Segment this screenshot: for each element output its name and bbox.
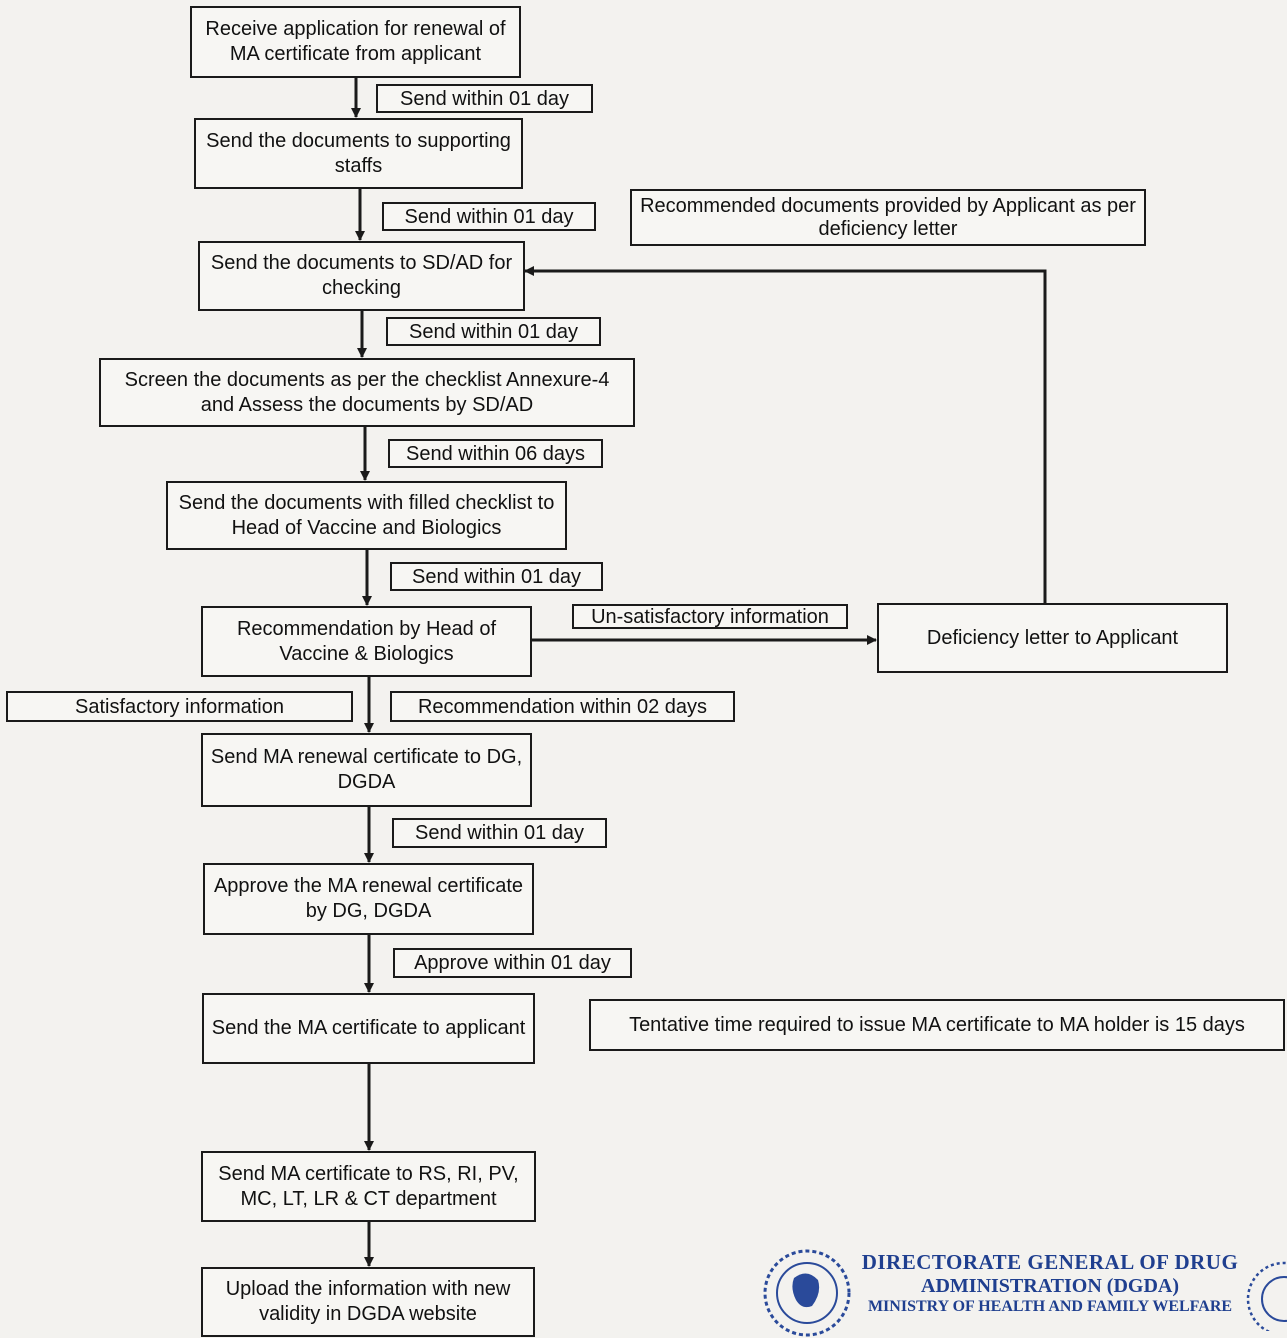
label-approve-01-day: Approve within 01 day	[393, 948, 632, 978]
step-upload-website: Upload the information with new validity…	[201, 1267, 535, 1337]
footer-line-2: ADMINISTRATION (DGDA)	[921, 1275, 1179, 1297]
tentative-time-note: Tentative time required to issue MA cert…	[589, 999, 1285, 1051]
dgda-footer-stamp: DIRECTORATE GENERAL OF DRUG ADMINISTRATI…	[860, 1250, 1240, 1316]
step-send-to-applicant: Send the MA certificate to applicant	[202, 993, 535, 1064]
label-satisfactory: Satisfactory information	[6, 691, 353, 722]
step-send-to-sdad: Send the documents to SD/AD for checking	[198, 241, 525, 311]
label-send-01-day-2: Send within 01 day	[382, 202, 596, 231]
label-send-06-days: Send within 06 days	[388, 439, 603, 468]
footer-line-3: MINISTRY OF HEALTH AND FAMILY WELFARE	[867, 1298, 1233, 1315]
deficiency-letter-box: Deficiency letter to Applicant	[877, 603, 1228, 673]
label-send-01-day-5: Send within 01 day	[392, 818, 607, 848]
step-send-to-staffs: Send the documents to supporting staffs	[194, 118, 523, 189]
arrow-deficiency-s3	[524, 266, 1047, 603]
step-send-to-head: Send the documents with filled checklist…	[166, 481, 567, 550]
label-send-01-day-1: Send within 01 day	[376, 84, 593, 113]
step-recommendation: Recommendation by Head of Vaccine & Biol…	[201, 606, 532, 677]
label-recommendation-02-days: Recommendation within 02 days	[390, 691, 735, 722]
label-send-01-day-3: Send within 01 day	[386, 317, 601, 346]
step-send-to-departments: Send MA certificate to RS, RI, PV, MC, L…	[201, 1151, 536, 1222]
dgda-round-seal	[1246, 1261, 1287, 1331]
step-approve-by-dg: Approve the MA renewal certificate by DG…	[203, 863, 534, 935]
recommended-documents-box: Recommended documents provided by Applic…	[630, 189, 1146, 246]
step-send-to-dg: Send MA renewal certificate to DG, DGDA	[201, 733, 532, 807]
bangladesh-emblem-seal	[763, 1249, 851, 1337]
step-screen-documents: Screen the documents as per the checklis…	[99, 358, 635, 427]
step-receive-application: Receive application for renewal of MA ce…	[190, 6, 521, 78]
footer-line-1: DIRECTORATE GENERAL OF DRUG	[861, 1250, 1239, 1274]
label-send-01-day-4: Send within 01 day	[390, 562, 603, 591]
label-unsatisfactory: Un-satisfactory information	[572, 604, 848, 629]
